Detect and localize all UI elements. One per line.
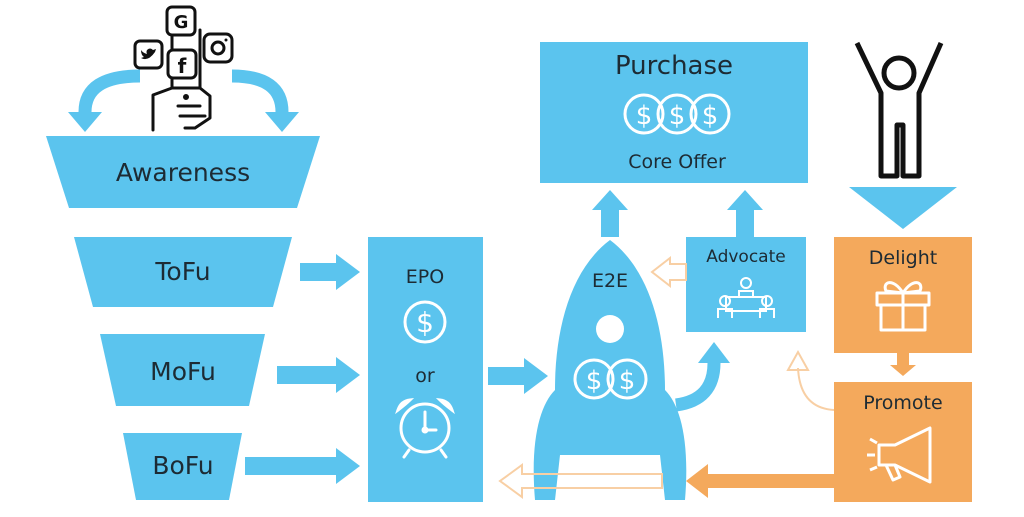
epo-or-label: or — [415, 365, 435, 387]
purchase-box: Purchase $ $ $ Core Offer — [540, 42, 808, 183]
epo-box: EPO $ or — [368, 237, 483, 502]
dollar-coins-icon: $ $ $ — [623, 93, 731, 135]
promote-label: Promote — [863, 392, 942, 414]
celebrating-person-icon — [854, 41, 944, 179]
awareness-label: Awareness — [116, 158, 250, 187]
svg-text:$: $ — [586, 366, 603, 396]
google-letter: G — [174, 12, 189, 33]
funnel-mofu: MoFu — [100, 334, 265, 406]
svg-text:$: $ — [619, 366, 636, 396]
alarm-clock-icon — [395, 398, 455, 459]
arrow-tofu-to-epo — [300, 254, 360, 290]
dollar-coin-icon: $ — [403, 300, 447, 344]
advocate-box: Advocate — [686, 237, 806, 332]
svg-text:$: $ — [702, 101, 719, 131]
mofu-label: MoFu — [150, 357, 216, 386]
purchase-subtitle: Core Offer — [628, 151, 726, 173]
arrow-promote-to-rocket — [686, 464, 834, 498]
arrow-rocket-to-advocate-head — [698, 342, 730, 363]
gift-icon — [875, 281, 931, 332]
advocate-label: Advocate — [706, 247, 785, 267]
svg-text:$: $ — [669, 101, 686, 131]
arrow-promote-to-advocate — [797, 367, 835, 411]
megaphone-icon — [867, 426, 932, 484]
google-icon: G — [165, 5, 197, 37]
funnel-bofu: BoFu — [123, 433, 242, 500]
rocket-window — [596, 315, 624, 343]
tofu-label: ToFu — [154, 257, 210, 286]
funnel-awareness: Awareness — [46, 136, 320, 208]
rocket-label: E2E — [592, 270, 628, 292]
arrow-mofu-to-epo — [277, 357, 360, 393]
group-meeting-icon — [717, 277, 775, 318]
svg-text:$: $ — [416, 306, 434, 339]
arrow-delight-to-promote — [890, 353, 916, 376]
curved-arrow-left-head — [68, 112, 102, 132]
epo-title: EPO — [406, 266, 444, 288]
bofu-label: BoFu — [152, 451, 213, 480]
arrow-rocket-back-outline — [498, 463, 663, 499]
promote-box: Promote — [834, 382, 972, 502]
curved-arrow-left — [78, 69, 141, 113]
svg-text:$: $ — [636, 101, 653, 131]
rocket-e2e: E2E $ $ — [533, 240, 687, 500]
facebook-icon: f — [166, 48, 198, 80]
arrows-funnel-to-epo — [245, 254, 360, 484]
arrow-bofu-to-epo — [245, 448, 360, 484]
delight-label: Delight — [869, 247, 937, 269]
facebook-letter: f — [178, 54, 187, 78]
arrow-rocket-to-purchase — [592, 190, 628, 237]
purchase-title: Purchase — [615, 51, 733, 81]
arrow-advocate-to-purchase — [727, 190, 763, 237]
arrow-person-to-delight — [849, 187, 957, 229]
curved-arrow-right-head — [265, 112, 299, 132]
twitter-icon — [133, 39, 164, 70]
curved-arrow-right — [231, 69, 289, 113]
arrow-advocate-to-rocket — [650, 255, 687, 289]
arrow-epo-to-rocket — [488, 358, 548, 394]
delight-box: Delight — [834, 237, 972, 353]
arrow-rocket-to-advocate — [674, 362, 721, 412]
funnel-tofu: ToFu — [74, 237, 292, 307]
dollar-coins-icon: $ $ — [573, 358, 648, 400]
instagram-icon — [202, 32, 234, 64]
arrow-promote-to-advocate-head — [786, 349, 810, 371]
